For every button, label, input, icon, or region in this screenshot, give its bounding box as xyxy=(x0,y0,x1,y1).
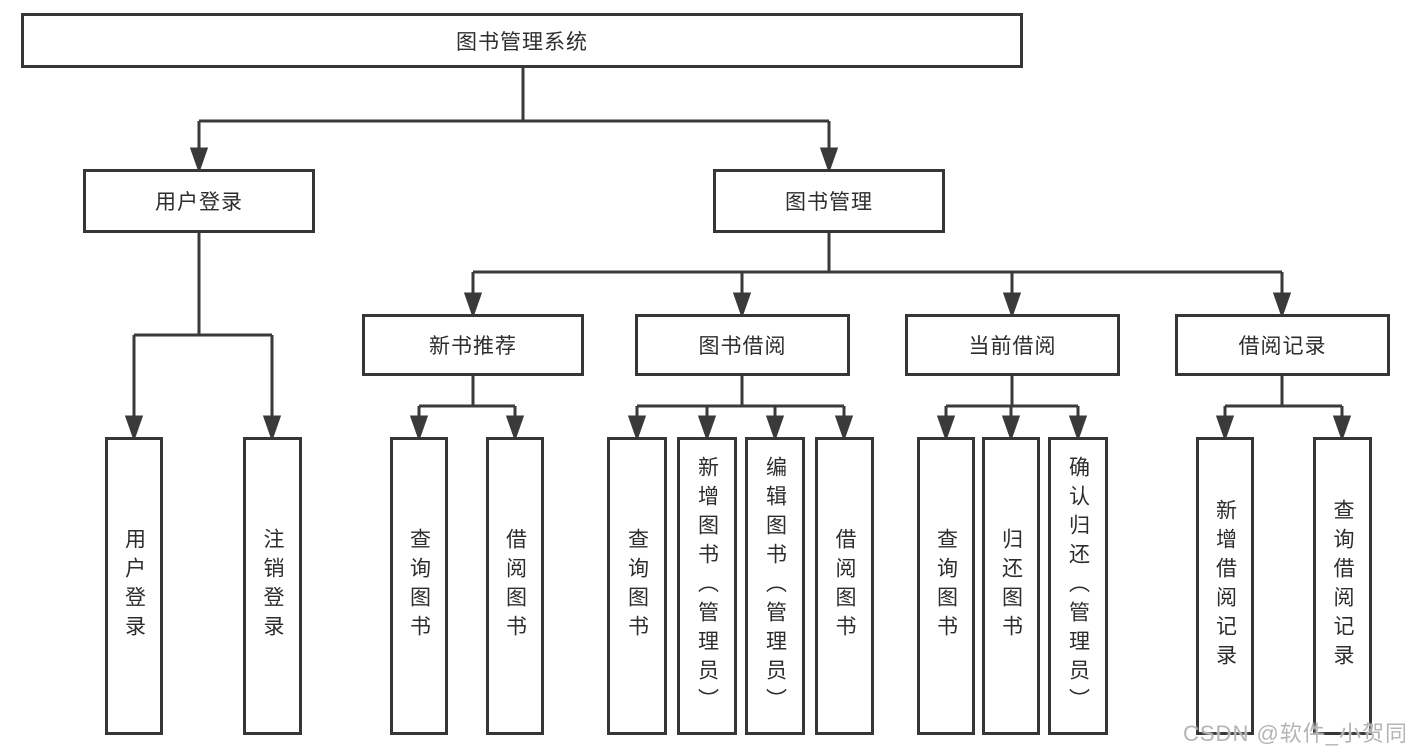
node-label: 查询图书 xyxy=(625,528,649,644)
node-label: 借阅图书 xyxy=(503,528,527,644)
node-new-book-recommend: 新书推荐 xyxy=(362,314,584,376)
node-label: 查询图书 xyxy=(407,528,431,644)
node-label: 编辑图书（管理员） xyxy=(763,455,787,717)
leaf-logout: 注销登录 xyxy=(243,437,302,735)
connector-borrow-records-to-leaves xyxy=(1215,376,1352,442)
connector-root-to-level2 xyxy=(189,68,839,174)
connector-new-book-to-leaves xyxy=(409,376,525,442)
node-label: 图书管理系统 xyxy=(456,30,588,54)
leaf-return-books: 归还图书 xyxy=(982,437,1040,735)
leaf-borrow-books: 借阅图书 xyxy=(815,437,874,735)
leaf-add-borrow-record: 新增借阅记录 xyxy=(1196,437,1254,735)
node-label: 用户登录 xyxy=(122,528,146,644)
node-label: 图书管理 xyxy=(785,191,873,214)
node-label: 借阅记录 xyxy=(1238,335,1327,358)
leaf-borrow-books-recommend: 借阅图书 xyxy=(486,437,544,735)
leaf-query-books-recommend: 查询图书 xyxy=(390,437,448,735)
leaf-confirm-return-admin: 确认归还（管理员） xyxy=(1048,437,1108,735)
leaf-edit-books-admin: 编辑图书（管理员） xyxy=(745,437,805,735)
node-label: 图书借阅 xyxy=(698,335,787,358)
connector-current-borrow-to-leaves xyxy=(936,376,1088,442)
node-label: 注销登录 xyxy=(261,528,284,644)
leaf-add-books-admin: 新增图书（管理员） xyxy=(677,437,737,735)
node-book-borrow: 图书借阅 xyxy=(635,314,850,376)
node-label: 归还图书 xyxy=(999,528,1023,644)
node-label: 查询图书 xyxy=(934,528,958,644)
node-current-borrow: 当前借阅 xyxy=(905,314,1120,376)
leaf-user-login: 用户登录 xyxy=(105,437,163,735)
node-label: 新书推荐 xyxy=(429,335,517,358)
leaf-query-books-borrow: 查询图书 xyxy=(607,437,667,735)
node-book-management: 图书管理 xyxy=(713,169,945,233)
node-label: 查询借阅记录 xyxy=(1331,499,1354,673)
node-label: 新增图书（管理员） xyxy=(695,455,719,717)
node-user-login: 用户登录 xyxy=(83,169,315,233)
csdn-watermark: CSDN @软件_小贺同学 xyxy=(1183,721,1405,746)
node-label: 当前借阅 xyxy=(968,335,1057,358)
node-label: 借阅图书 xyxy=(833,528,856,644)
leaf-query-borrow-record: 查询借阅记录 xyxy=(1313,437,1372,735)
node-borrow-records: 借阅记录 xyxy=(1175,314,1390,376)
node-label: 用户登录 xyxy=(155,191,243,214)
node-label: 确认归还（管理员） xyxy=(1066,455,1090,717)
node-library-management-system: 图书管理系统 xyxy=(21,13,1023,68)
connector-user-login-to-leaves xyxy=(124,233,282,442)
connector-book-borrow-to-leaves xyxy=(627,376,854,442)
node-label: 新增借阅记录 xyxy=(1213,499,1237,673)
connector-book-management-to-level3 xyxy=(463,233,1292,319)
leaf-query-books-current: 查询图书 xyxy=(917,437,975,735)
